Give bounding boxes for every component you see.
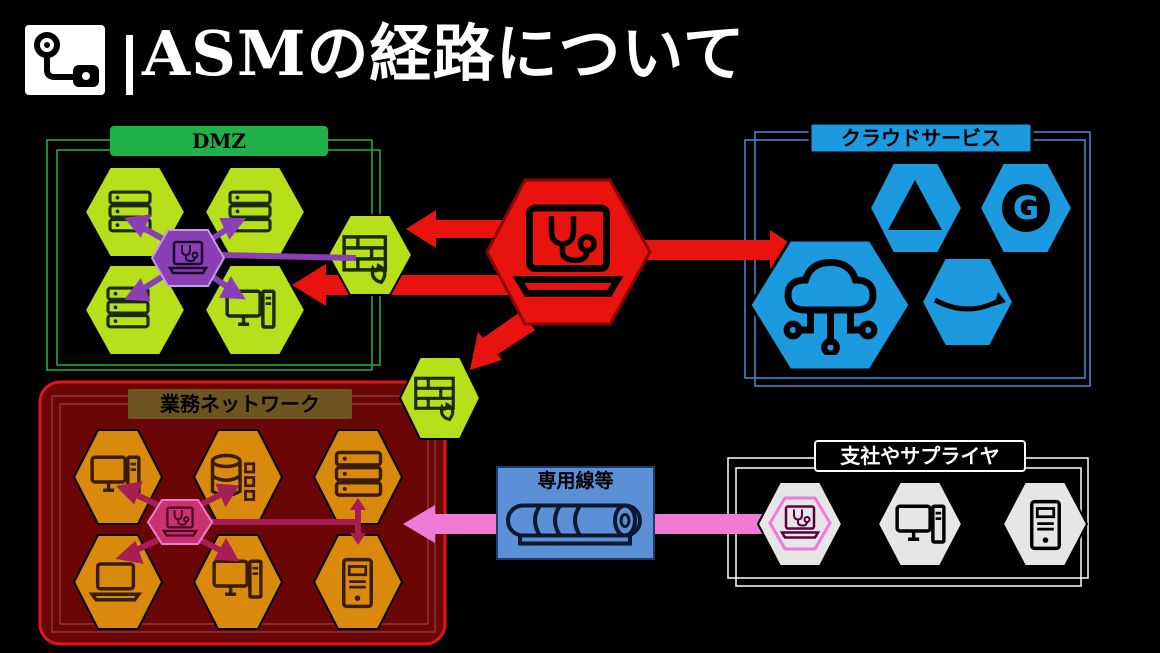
branch-nodes bbox=[756, 481, 1089, 567]
dedicated-line bbox=[403, 466, 777, 560]
attack-arrows bbox=[292, 210, 800, 370]
dmz-label: DMZ bbox=[191, 129, 247, 153]
cloud-label: クラウドサービス bbox=[841, 126, 1001, 150]
title-divider bbox=[126, 35, 133, 95]
route-icon bbox=[25, 25, 105, 95]
dmz-label-bg bbox=[110, 126, 328, 156]
business-label: 業務ネットワーク bbox=[160, 392, 320, 416]
dedicated-line-label: 専用線等 bbox=[537, 470, 614, 492]
svg-text:G: G bbox=[1013, 189, 1039, 227]
attack-surface-node bbox=[485, 178, 652, 326]
page-title: ASMの経路について bbox=[142, 17, 746, 90]
business-nodes bbox=[72, 429, 404, 630]
branch-label: 支社やサプライヤ bbox=[840, 444, 1000, 468]
cloud-nodes: G bbox=[748, 162, 1074, 372]
vpn-node bbox=[398, 356, 482, 440]
dmz-nodes bbox=[83, 166, 414, 356]
